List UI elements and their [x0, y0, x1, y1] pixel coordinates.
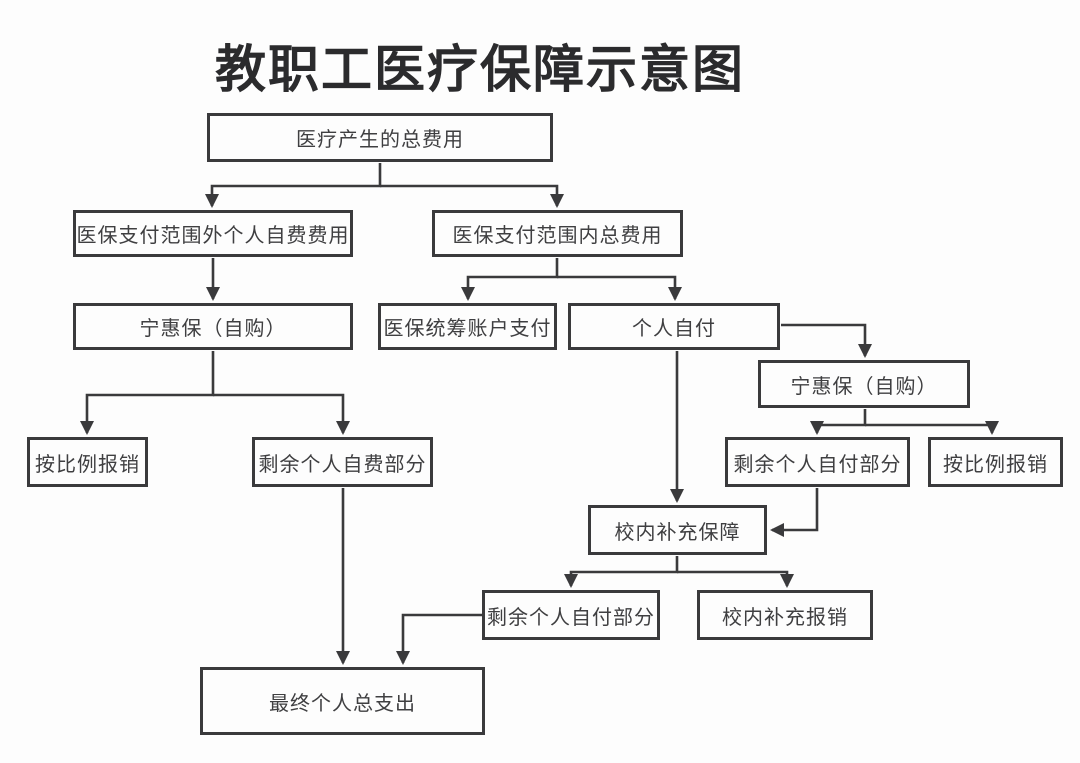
edge-total-to-out-of-scope — [205, 163, 382, 208]
node-remaining-self-paid-portion: 剩余个人自费部分 — [252, 437, 433, 487]
edge-ninghuibao-left-to-proportional — [80, 351, 215, 435]
node-label-total-medical-cost: 医疗产生的总费用 — [296, 129, 464, 151]
edge-remaining-bottom-to-final — [396, 613, 482, 665]
node-label-ninghuibao-self-purchased-right: 宁惠保（自购） — [790, 375, 938, 398]
edge-in-scope-to-personal-payment — [557, 275, 682, 301]
node-remaining-personal-payment-right: 剩余个人自付部分 — [725, 437, 910, 487]
edge-ninghuibao-right-to-remaining — [810, 409, 867, 435]
node-personal-payment: 个人自付 — [568, 303, 780, 350]
node-campus-supplementary-security: 校内补充保障 — [588, 505, 767, 555]
node-pooled-account-payment: 医保统筹账户支付 — [378, 303, 557, 350]
edge-total-to-in-scope — [380, 184, 564, 208]
node-label-out-of-scope-self-paid-cost: 医保支付范围外个人自费费用 — [76, 225, 350, 247]
node-ninghuibao-self-purchased-right: 宁惠保（自购） — [758, 360, 970, 408]
node-label-personal-payment: 个人自付 — [632, 318, 716, 340]
node-label-remaining-personal-payment-right: 剩余个人自付部分 — [733, 453, 902, 476]
edge-ninghuibao-left-to-remaining — [213, 393, 350, 435]
node-label-remaining-personal-payment-bottom: 剩余个人自付部分 — [487, 606, 655, 629]
node-in-scope-total-cost: 医保支付范围内总费用 — [432, 210, 683, 257]
edge-ninghuibao-right-to-proportional — [865, 421, 999, 435]
node-label-final-personal-total-expense: 最终个人总支出 — [269, 692, 416, 715]
edge-remaining-right-to-campus-security — [770, 488, 819, 537]
edge-campus-security-to-campus-reimbursement — [677, 570, 794, 588]
node-final-personal-total-expense: 最终个人总支出 — [200, 667, 485, 735]
node-label-ninghuibao-self-purchased-left: 宁惠保（自购） — [139, 318, 287, 340]
node-label-remaining-self-paid-portion: 剩余个人自费部分 — [258, 453, 427, 476]
node-proportional-reimbursement-right: 按比例报销 — [928, 437, 1063, 487]
node-label-proportional-reimbursement-left: 按比例报销 — [35, 453, 140, 476]
edge-in-scope-to-pooled-account — [461, 258, 559, 301]
node-ninghuibao-self-purchased-left: 宁惠保（自购） — [73, 303, 353, 350]
node-campus-supplementary-reimbursement: 校内补充报销 — [697, 590, 873, 640]
node-out-of-scope-self-paid-cost: 医保支付范围外个人自费费用 — [73, 210, 353, 257]
edge-campus-security-to-remaining-bottom — [564, 556, 679, 588]
node-total-medical-cost: 医疗产生的总费用 — [207, 113, 553, 162]
node-label-proportional-reimbursement-right: 按比例报销 — [943, 453, 1048, 476]
page-title: 教职工医疗保障示意图 — [214, 41, 745, 98]
node-proportional-reimbursement-left: 按比例报销 — [27, 437, 148, 487]
edge-personal-payment-to-ninghuibao-right — [781, 323, 872, 358]
node-label-in-scope-total-cost: 医保支付范围内总费用 — [452, 225, 663, 247]
node-label-campus-supplementary-reimbursement: 校内补充报销 — [722, 606, 848, 629]
node-label-campus-supplementary-security: 校内补充保障 — [614, 521, 741, 544]
node-label-pooled-account-payment: 医保统筹账户支付 — [383, 318, 552, 340]
node-remaining-personal-payment-bottom: 剩余个人自付部分 — [482, 590, 660, 640]
